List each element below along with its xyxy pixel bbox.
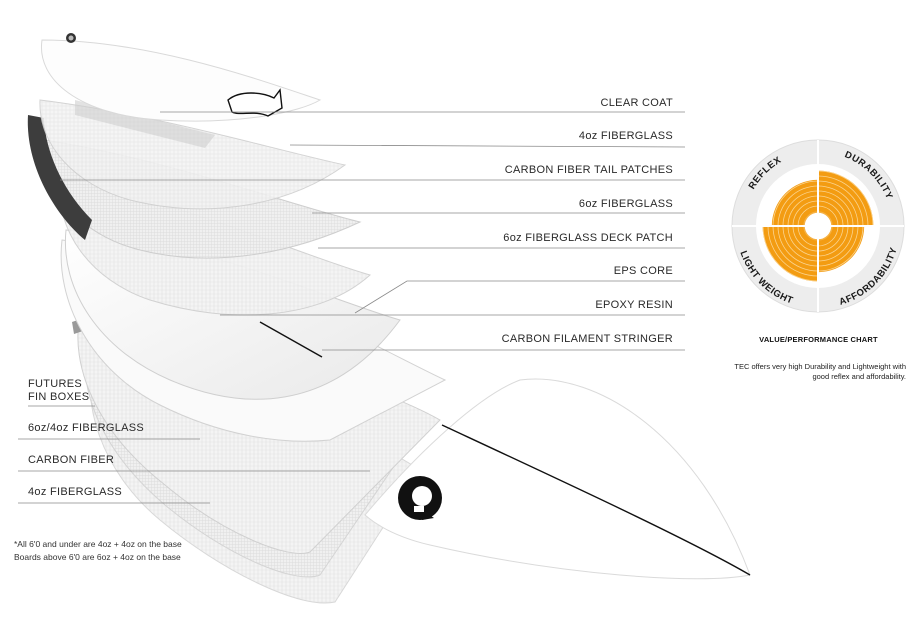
chart-title: VALUE/PERFORMANCE CHART: [759, 335, 878, 344]
chart-description: TEC offers very high Durability and Ligh…: [734, 362, 906, 381]
label-epoxy-resin: EPOXY RESIN: [595, 299, 673, 311]
label-eps-core: EPS CORE: [613, 265, 673, 277]
label-4oz-fiberglass: 4oz FIBERGLASS: [578, 130, 673, 142]
label-clear-coat: CLEAR COAT: [600, 97, 673, 109]
chart-wedge-reflex: [771, 179, 818, 226]
footnote-line1: *All 6'0 and under are 4oz + 4oz on the …: [14, 539, 182, 549]
label-futures-line2: FIN BOXES: [28, 391, 90, 403]
chart-wedge-durability: [818, 170, 874, 226]
layer-carbon-tail-patch: [27, 115, 92, 240]
footnote-line2: Boards above 6'0 are 6oz + 4oz on the ba…: [14, 552, 181, 562]
label-4oz-fiberglass-bottom: 4oz FIBERGLASS: [28, 486, 123, 498]
nose-rail: [441, 424, 751, 576]
chart-wedge-affordability: [818, 226, 865, 273]
label-6oz4oz-fiberglass: 6oz/4oz FIBERGLASS: [28, 422, 145, 434]
footnote: *All 6'0 and under are 4oz + 4oz on the …: [14, 538, 182, 564]
label-carbon-fiber: CARBON FIBER: [28, 454, 115, 466]
leader-lines-left: [18, 405, 370, 504]
label-carbon-fiber-tail-patches: CARBON FIBER TAIL PATCHES: [504, 164, 673, 176]
stringer-line: [259, 321, 323, 358]
leader-lines-right: [60, 111, 686, 351]
brand-logo-outline-icon: [227, 88, 283, 117]
chart-wedge-light-weight: [762, 226, 818, 282]
label-futures-line1: FUTURES: [28, 378, 83, 390]
layer-4oz-fiberglass: [39, 99, 347, 210]
label-6oz-deck-patch: 6oz FIBERGLASS DECK PATCH: [503, 232, 673, 244]
label-carbon-filament-stringer: CARBON FILAMENT STRINGER: [501, 333, 673, 345]
label-6oz-fiberglass: 6oz FIBERGLASS: [578, 198, 673, 210]
brand-logo-icon: [398, 476, 442, 520]
